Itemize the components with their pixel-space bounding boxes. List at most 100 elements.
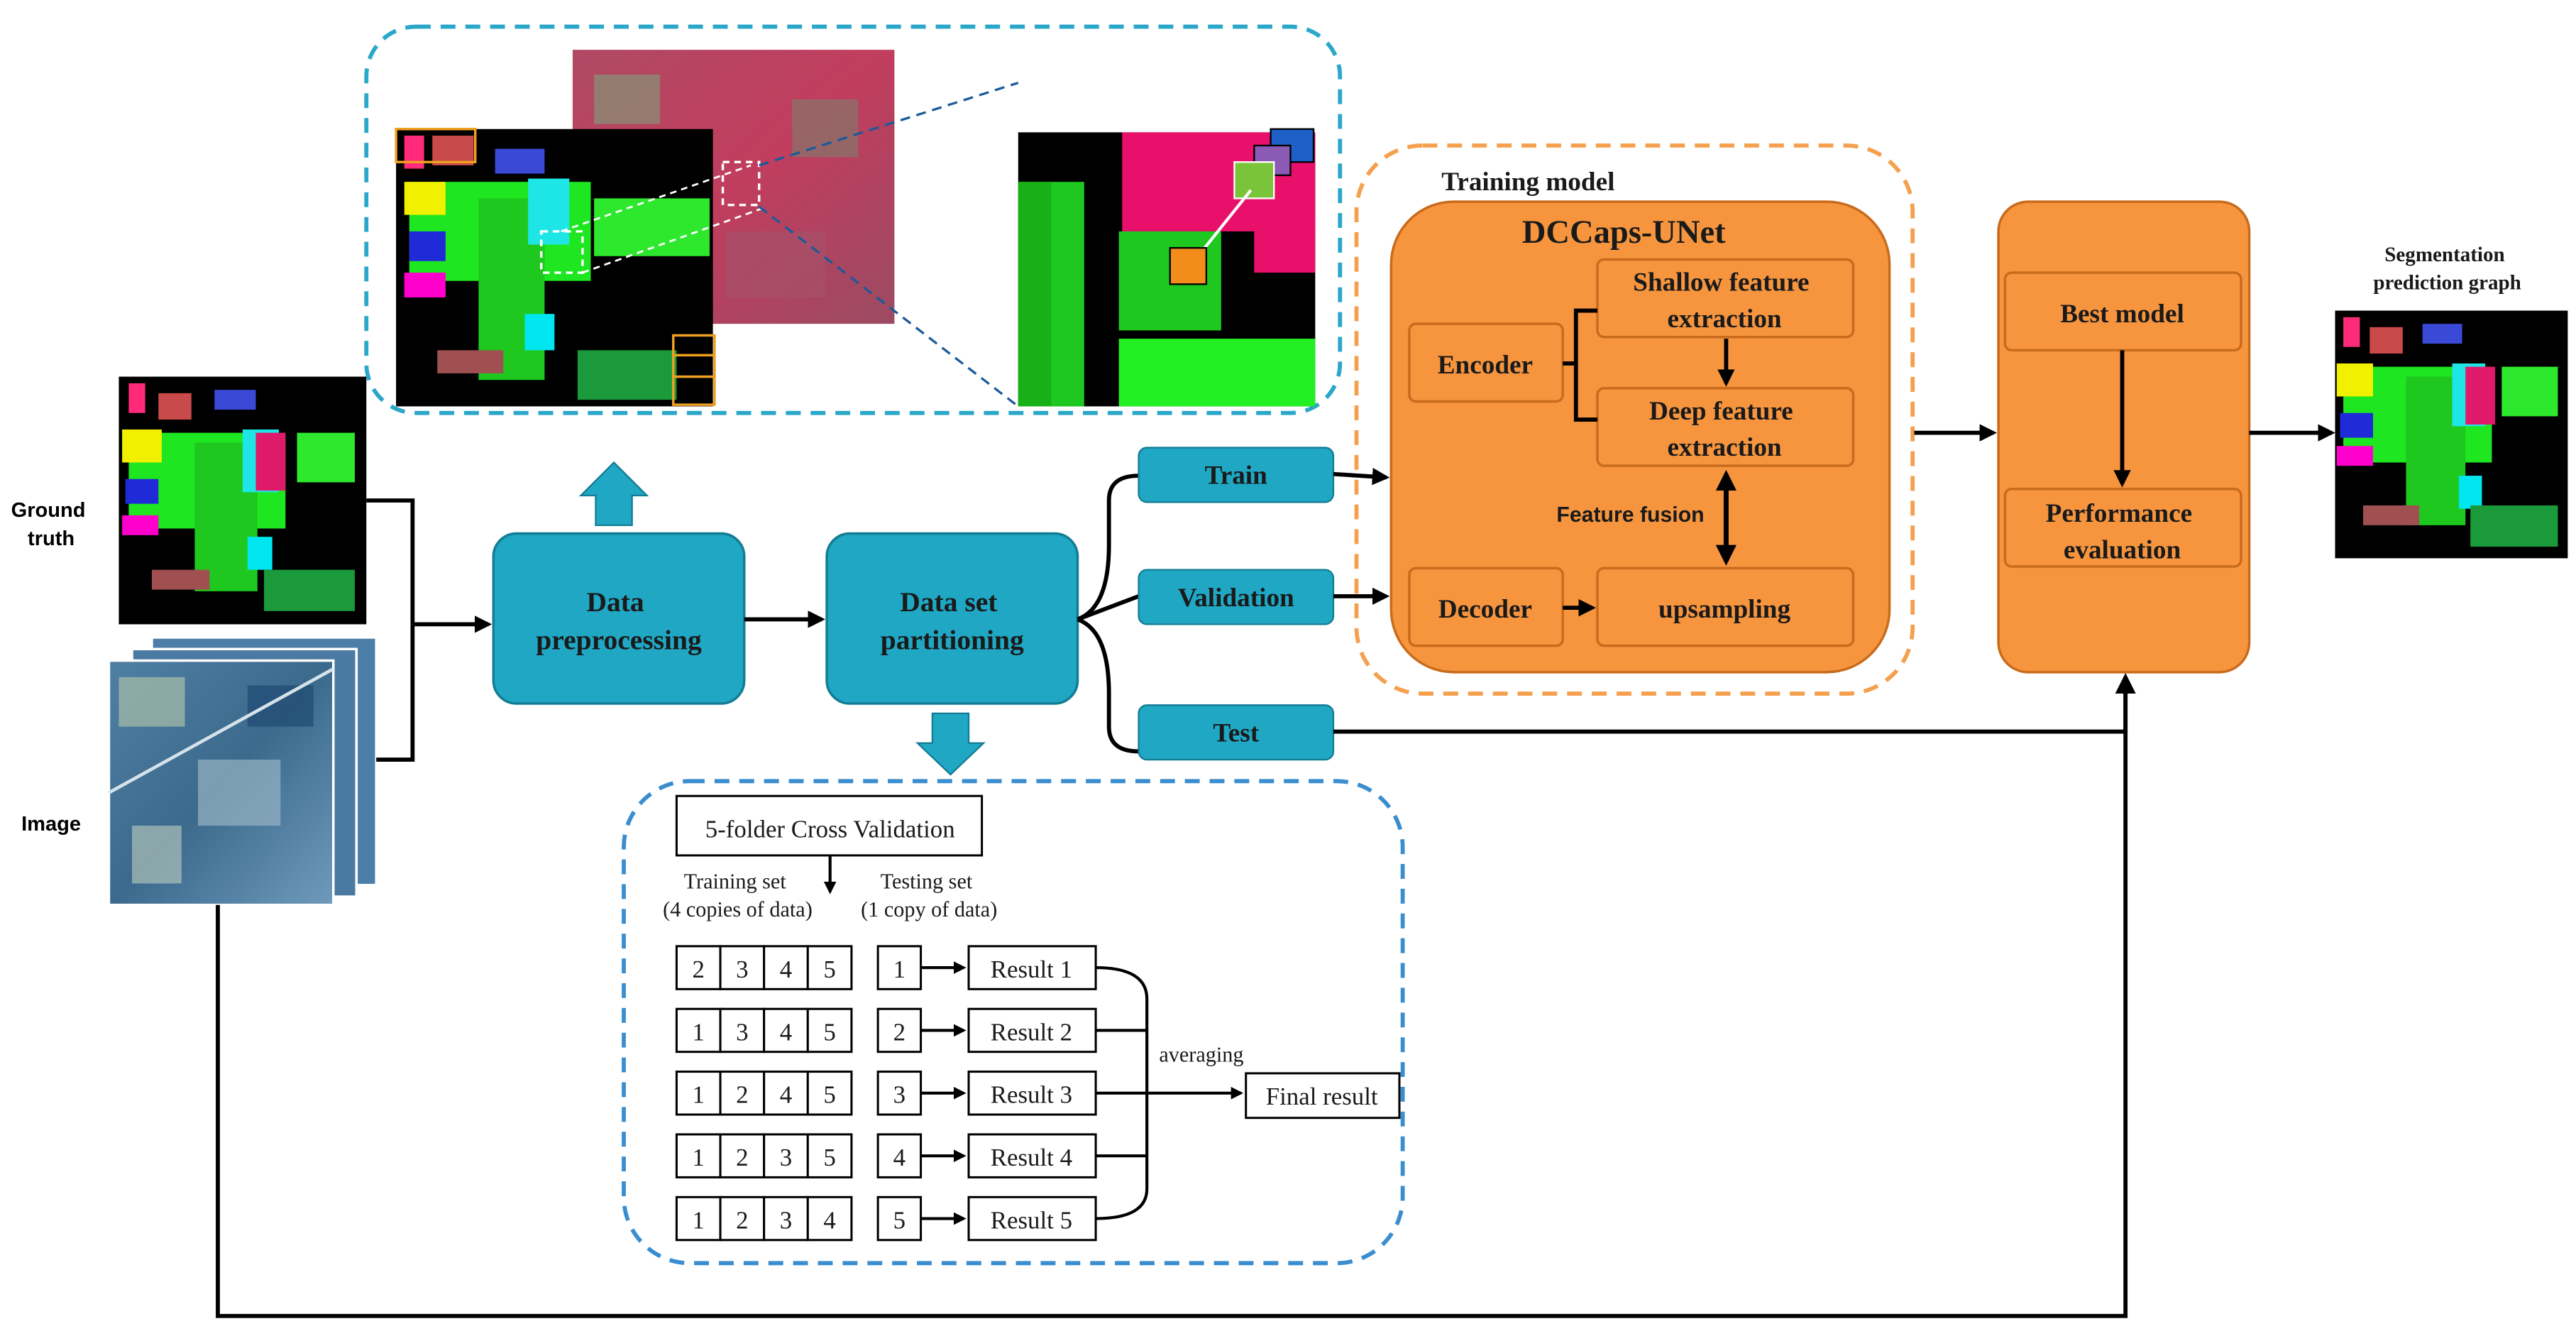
branch-to-train [1077, 474, 1139, 622]
training-fold-number: 1 [693, 1081, 705, 1109]
connector-image [376, 624, 415, 762]
output-label: Segmentation prediction graph [2373, 243, 2521, 295]
zoom-line-top [759, 82, 1019, 167]
training-fold-number: 4 [823, 1206, 835, 1234]
fold-result-box [967, 945, 1097, 990]
decoder-label: Decoder [1438, 595, 1532, 624]
image-label: Image [21, 813, 81, 836]
fold-result-label: Result 2 [991, 1018, 1072, 1046]
data-set-partitioning-box [825, 532, 1079, 705]
testing-set-label: Testing set (1 copy of data) [861, 869, 997, 921]
satellite-image-stack [107, 636, 378, 907]
testing-fold-cell [876, 1071, 923, 1116]
training-fold-cell [763, 1133, 809, 1178]
training-fold-number: 5 [823, 1018, 835, 1046]
fold-result-box [967, 1195, 1097, 1242]
cross-validation-frame [622, 779, 1405, 1266]
upsampling-label: upsampling [1658, 595, 1790, 624]
training-fold-cell [719, 945, 766, 990]
training-fold-cell [675, 1071, 722, 1116]
training-fold-number: 2 [693, 956, 705, 983]
fold-result-label: Result 4 [991, 1144, 1072, 1171]
cv-title-box [675, 794, 984, 857]
training-fold-number: 4 [780, 956, 792, 983]
deep-feature-label: Deep feature extraction [1649, 397, 1800, 462]
training-fold-number: 5 [823, 956, 835, 983]
shallow-feature-box [1596, 258, 1855, 339]
zoom-panel-frame [364, 24, 1343, 415]
training-fold-number: 2 [736, 1144, 748, 1171]
training-fold-number: 3 [780, 1206, 792, 1234]
training-fold-number: 5 [823, 1144, 835, 1171]
training-fold-cell [806, 1133, 853, 1178]
test-label: Test [1213, 718, 1259, 748]
train-label: Train [1205, 461, 1267, 491]
data-set-partitioning-label: Data set partitioning [881, 586, 1024, 655]
final-result-box [1245, 1072, 1401, 1120]
training-fold-number: 4 [780, 1081, 792, 1109]
encoder-label: Encoder [1438, 351, 1533, 380]
up-block-arrow [578, 461, 649, 527]
training-fold-number: 4 [780, 1018, 792, 1046]
cv-fold-row: 1 2 4 5 3 Result 3 [675, 1071, 1097, 1116]
ground-truth-label: Ground truth [11, 499, 92, 550]
branch-to-test [1077, 617, 1139, 754]
upsampling-box [1596, 566, 1855, 647]
training-fold-number: 5 [823, 1081, 835, 1109]
shallow-feature-label: Shallow feature extraction [1633, 268, 1816, 334]
testing-fold-number: 5 [893, 1206, 906, 1234]
training-model-label: Training model [1441, 168, 1614, 197]
fold-result-label: Result 5 [991, 1206, 1072, 1234]
fold-result-box [967, 1007, 1097, 1053]
training-fold-number: 1 [693, 1018, 705, 1046]
data-preprocessing-label: Data preprocessing [536, 586, 702, 655]
validation-label: Validation [1178, 584, 1294, 613]
deep-feature-box [1596, 387, 1855, 467]
training-fold-cell [806, 1195, 853, 1242]
training-fold-cell [719, 1195, 766, 1242]
training-fold-number: 3 [736, 956, 748, 983]
performance-label: Performance evaluation [2046, 499, 2199, 564]
testing-fold-number: 3 [893, 1081, 906, 1109]
cv-title: 5-folder Cross Validation [705, 815, 955, 843]
training-fold-cell [763, 945, 809, 990]
training-fold-number: 1 [693, 1144, 705, 1171]
training-fold-cell [763, 1195, 809, 1242]
zoom-line-bottom [758, 205, 1019, 407]
branch-to-validation [1077, 594, 1140, 622]
ground-truth-map-zoom [395, 128, 768, 407]
fold-result-label: Result 3 [991, 1081, 1072, 1109]
testing-fold-number: 2 [893, 1018, 906, 1046]
training-fold-number: 1 [693, 1206, 705, 1234]
final-result-label: Final result [1266, 1083, 1378, 1110]
testing-fold-cell [876, 945, 923, 990]
connector-ground-truth [366, 498, 415, 625]
training-fold-number: 3 [736, 1018, 748, 1046]
training-set-label: Training set (4 copies of data) [663, 869, 813, 921]
training-fold-cell [763, 1007, 809, 1053]
training-fold-number: 3 [780, 1144, 792, 1171]
training-fold-number: 2 [736, 1206, 748, 1234]
averaging-label: averaging [1159, 1043, 1243, 1067]
ground-truth-map [119, 376, 367, 625]
data-preprocessing-box [492, 532, 746, 705]
training-fold-cell [719, 1133, 766, 1178]
training-fold-cell [806, 1071, 853, 1116]
feature-fusion-label: Feature fusion [1556, 503, 1704, 527]
best-model-label: Best model [2060, 300, 2184, 329]
fold-result-label: Result 1 [991, 956, 1072, 983]
training-fold-cell [806, 1007, 853, 1053]
cv-fold-row: 1 2 3 4 5 Result 5 [675, 1195, 1097, 1242]
segmentation-prediction-map [2335, 310, 2568, 559]
training-fold-cell [719, 1071, 766, 1116]
test-to-evaluation-line [1333, 672, 2136, 734]
zoomed-patch-image [1018, 128, 1316, 407]
training-fold-number: 2 [736, 1081, 748, 1109]
dccaps-unet-title: DCCaps-UNet [1522, 214, 1726, 251]
image-to-evaluation-loop [216, 677, 2128, 1318]
